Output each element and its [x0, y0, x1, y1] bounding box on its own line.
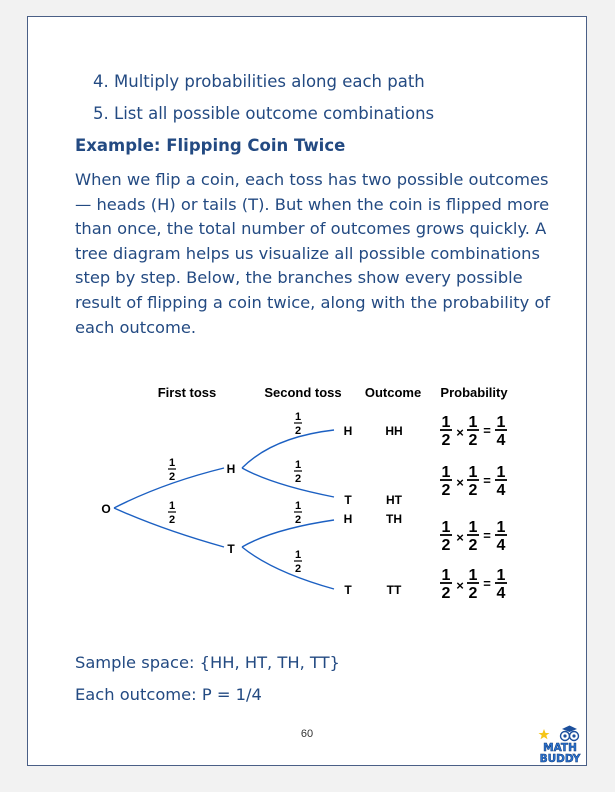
equals-sign: =: [483, 423, 491, 438]
prob-denominator: 4: [497, 432, 506, 449]
branch-prob-denominator: 2: [169, 471, 175, 483]
graduation-cap-icon: [562, 725, 577, 732]
prob-numerator: 1: [469, 567, 478, 584]
prob-denominator: 4: [497, 537, 506, 554]
step-4: 4. Multiply probabilities along each pat…: [93, 72, 425, 91]
root-node: O: [101, 502, 110, 516]
branch-prob-numerator: 1: [295, 549, 301, 561]
branch-prob-denominator: 2: [295, 563, 301, 575]
branch-prob-denominator: 2: [169, 514, 175, 526]
prob-numerator: 1: [469, 464, 478, 481]
math-buddy-logo: MATH BUDDY: [538, 725, 581, 765]
branch-prob-numerator: 1: [169, 457, 175, 469]
prob-numerator: 1: [469, 414, 478, 431]
prob-numerator: 1: [442, 519, 451, 536]
prob-denominator: 2: [442, 482, 451, 499]
tree-branches: [113, 429, 335, 590]
star-icon: [538, 729, 550, 740]
branch-probabilities: 1 2 1 2 1 2 1 2 1 2 1 2: [168, 411, 302, 575]
second-node-hh: H: [344, 424, 353, 438]
branch-o-h: [113, 467, 225, 509]
branch-prob-numerator: 1: [295, 411, 301, 423]
prob-denominator: 2: [469, 482, 478, 499]
branch-prob-denominator: 2: [295, 425, 301, 437]
outcome-ht: HT: [386, 493, 403, 507]
each-outcome: Each outcome: P = 1/4: [75, 685, 262, 704]
prob-denominator: 4: [497, 482, 506, 499]
branch-prob-denominator: 2: [295, 514, 301, 526]
second-node-th: H: [344, 512, 353, 526]
logo-text-buddy: BUDDY: [540, 753, 581, 765]
branch-prob-numerator: 1: [295, 459, 301, 471]
times-sign: ×: [456, 530, 464, 545]
equals-sign: =: [483, 576, 491, 591]
branch-prob-denominator: 2: [295, 473, 301, 485]
branch-t-h: [241, 519, 335, 548]
branch-o-t: [113, 507, 225, 548]
prob-denominator: 2: [469, 585, 478, 602]
prob-denominator: 2: [469, 537, 478, 554]
prob-denominator: 2: [442, 585, 451, 602]
step-number: 4.: [93, 72, 109, 91]
times-sign: ×: [456, 425, 464, 440]
header-outcome: Outcome: [365, 385, 421, 400]
prob-numerator: 1: [442, 414, 451, 431]
prob-numerator: 1: [497, 414, 506, 431]
prob-denominator: 4: [497, 585, 506, 602]
example-title: Example: Flipping Coin Twice: [75, 136, 346, 155]
first-node-h: H: [227, 462, 236, 476]
header-probability: Probability: [440, 385, 508, 400]
outcome-hh: HH: [385, 424, 402, 438]
header-first-toss: First toss: [158, 385, 217, 400]
outcome-th: TH: [386, 512, 402, 526]
prob-numerator: 1: [497, 567, 506, 584]
tree-diagram: First toss Second toss Outcome Probabili…: [101, 385, 508, 602]
second-node-ht: T: [344, 493, 352, 507]
branch-prob-numerator: 1: [169, 500, 175, 512]
times-sign: ×: [456, 475, 464, 490]
prob-numerator: 1: [497, 464, 506, 481]
prob-numerator: 1: [497, 519, 506, 536]
branch-prob-numerator: 1: [295, 500, 301, 512]
step-number: 5.: [93, 104, 109, 123]
intro-paragraph: When we flip a coin, each toss has two p…: [75, 170, 551, 337]
times-sign: ×: [456, 578, 464, 593]
page-number: 60: [300, 728, 314, 740]
prob-denominator: 2: [442, 537, 451, 554]
prob-numerator: 1: [469, 519, 478, 536]
header-second-toss: Second toss: [264, 385, 341, 400]
branch-t-t: [241, 546, 335, 590]
prob-denominator: 2: [442, 432, 451, 449]
branch-h-h: [241, 429, 335, 469]
step-5: 5. List all possible outcome combination…: [93, 104, 434, 123]
first-node-t: T: [227, 542, 235, 556]
prob-denominator: 2: [469, 432, 478, 449]
prob-numerator: 1: [442, 464, 451, 481]
page: 4. Multiply probabilities along each pat…: [27, 16, 587, 766]
step-text: Multiply probabilities along each path: [114, 72, 425, 91]
branch-h-t: [241, 467, 335, 498]
outcome-tt: TT: [387, 583, 402, 597]
second-node-tt: T: [344, 583, 352, 597]
step-text: List all possible outcome combinations: [114, 104, 435, 123]
sample-space: Sample space: {HH, HT, TH, TT}: [75, 653, 340, 672]
equals-sign: =: [483, 473, 491, 488]
equals-sign: =: [483, 528, 491, 543]
prob-numerator: 1: [442, 567, 451, 584]
logo-text-math: MATH: [543, 742, 577, 754]
